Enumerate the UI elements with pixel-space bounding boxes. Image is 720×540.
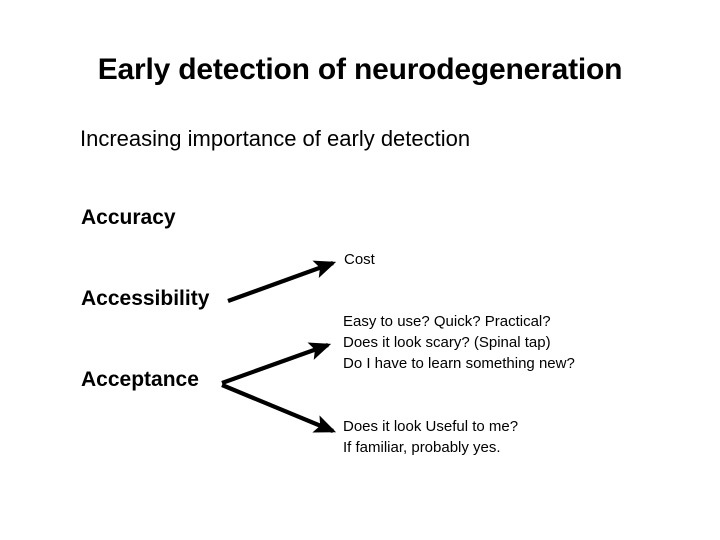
slide-subtitle: Increasing importance of early detection xyxy=(80,126,471,151)
pillar-label-acceptance: Acceptance xyxy=(81,368,199,391)
arrow-acceptance-to-ease-of-use xyxy=(221,342,332,385)
note-ease-line-3: Do I have to learn something new? xyxy=(343,355,575,372)
note-useful-line-1: Does it look Useful to me? xyxy=(343,418,519,435)
pillar-label-accuracy: Accuracy xyxy=(81,206,176,229)
pillar-label-accessibility: Accessibility xyxy=(81,287,210,310)
note-useful-line-2: If familiar, probably yes. xyxy=(343,439,501,456)
note-cost-line-1: Cost xyxy=(344,251,375,268)
arrow-acceptance-to-usefulness xyxy=(221,383,337,433)
arrow-accessibility-to-cost xyxy=(227,260,337,303)
note-ease-of-use: Easy to use? Quick? Practical? Does it l… xyxy=(343,311,575,374)
note-ease-line-1: Easy to use? Quick? Practical? xyxy=(343,313,551,330)
page-title: Early detection of neurodegeneration xyxy=(97,53,623,86)
note-ease-line-2: Does it look scary? (Spinal tap) xyxy=(343,334,551,351)
note-usefulness: Does it look Useful to me? If familiar, … xyxy=(343,416,518,458)
note-cost: Cost xyxy=(344,249,375,270)
